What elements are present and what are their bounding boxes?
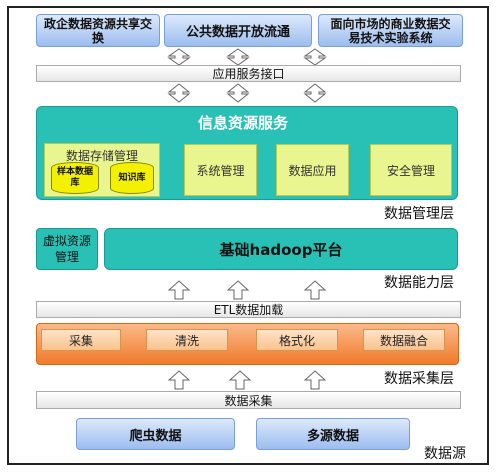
source-crawler-data: 爬虫数据 bbox=[76, 418, 235, 450]
data-collection-bar: 数据采集 bbox=[36, 391, 461, 409]
step-format: 格式化 bbox=[256, 329, 338, 351]
module-security-management: 安全管理 bbox=[370, 144, 452, 196]
module-data-application: 数据应用 bbox=[276, 144, 349, 196]
module-system-management: 系统管理 bbox=[184, 144, 257, 196]
step-collect: 采集 bbox=[41, 329, 121, 351]
etl-data-loading: ETL数据加载 bbox=[36, 301, 461, 318]
system-commercial-data-trading: 面向市场的商业数据交易技术实验系统 bbox=[318, 14, 463, 47]
knowledge-base-cylinder: 知识库 bbox=[110, 162, 154, 194]
layer-label-source: 数据源 bbox=[424, 446, 466, 462]
up-arrow-icon bbox=[167, 280, 191, 300]
source-multi-source-data: 多源数据 bbox=[256, 418, 410, 450]
hadoop-platform: 基础hadoop平台 bbox=[104, 228, 458, 270]
double-arrow-icon bbox=[167, 83, 191, 103]
step-clean: 清洗 bbox=[146, 329, 228, 351]
double-arrow-icon bbox=[167, 48, 191, 66]
step-data-fusion: 数据融合 bbox=[363, 329, 445, 351]
layer-label-management: 数据管理层 bbox=[384, 206, 454, 222]
layer-label-collection: 数据采集层 bbox=[384, 371, 454, 387]
up-arrow-icon bbox=[228, 370, 252, 390]
up-arrow-icon bbox=[303, 370, 327, 390]
app-service-interface: 应用服务接口 bbox=[36, 65, 461, 82]
double-arrow-icon bbox=[303, 83, 327, 103]
system-public-data-open: 公共数据开放流通 bbox=[164, 14, 312, 47]
diagram-frame bbox=[7, 6, 489, 465]
layer-label-capability: 数据能力层 bbox=[384, 275, 454, 291]
up-arrow-icon bbox=[167, 370, 191, 390]
system-gov-enterprise-exchange: 政企数据资源共享交换 bbox=[36, 14, 160, 47]
double-arrow-icon bbox=[303, 48, 327, 66]
double-arrow-icon bbox=[226, 48, 250, 66]
up-arrow-icon bbox=[303, 280, 327, 300]
info-resource-service-title: 信息资源服务 bbox=[198, 114, 289, 132]
virtual-resource-management: 虚拟资源管理 bbox=[36, 228, 98, 270]
sample-database-cylinder: 样本数据库 bbox=[51, 162, 99, 194]
data-storage-title: 数据存储管理 bbox=[65, 149, 138, 163]
up-arrow-icon bbox=[226, 280, 250, 300]
double-arrow-icon bbox=[226, 83, 250, 103]
